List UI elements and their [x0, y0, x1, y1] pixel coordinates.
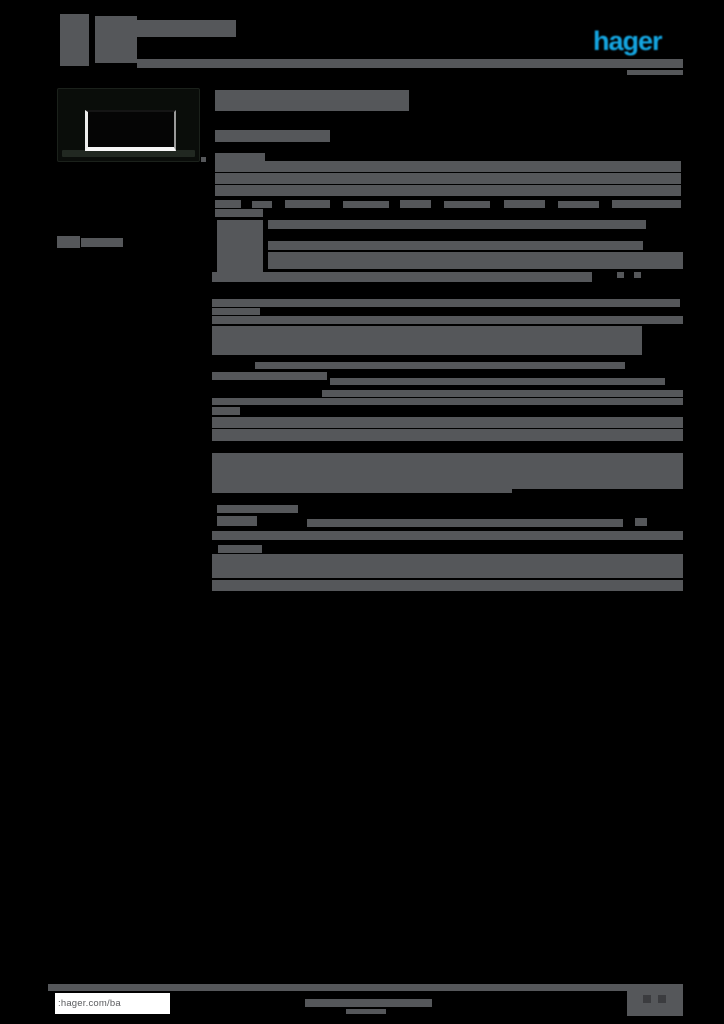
spec-text-bar: [212, 299, 680, 307]
spec-text-bar: [212, 554, 683, 578]
footer-rule: [48, 984, 683, 991]
spec-text-bar: [212, 316, 683, 324]
spec-text-bar: [217, 505, 298, 513]
spec-text-bar: [215, 185, 681, 196]
spec-text-bar: [212, 407, 240, 415]
spec-text-bar: [268, 252, 683, 269]
spec-text-bar: [504, 200, 545, 208]
spec-text-bar: [215, 209, 263, 217]
product-image-bevel: [62, 150, 195, 157]
footer-website-box: :hager.com/ba: [55, 993, 170, 1014]
spec-text-bar: [212, 453, 683, 489]
spec-text-bar: [212, 272, 592, 282]
spec-text-bar: [400, 200, 431, 208]
spec-text-bar: [212, 308, 260, 315]
brand-underline-bar: [627, 70, 683, 75]
spec-text-bar: [444, 201, 490, 208]
page-number-glyph: [643, 995, 651, 1003]
spec-text-bar: [212, 417, 683, 428]
spec-text-bar: [255, 362, 625, 369]
spec-text-bar: [215, 130, 330, 142]
product-image-opening: [85, 110, 176, 151]
spec-text-bar: [218, 545, 262, 553]
spec-text-bar: [322, 390, 683, 397]
header-text-block: [137, 20, 236, 37]
page-number-glyph: [658, 995, 666, 1003]
footer-text-bar: [305, 999, 432, 1007]
spec-text-bar: [212, 429, 683, 441]
spec-text-bar: [617, 272, 624, 278]
spec-text-bar: [215, 200, 241, 208]
spec-text-bar: [635, 518, 647, 526]
spec-text-bar: [268, 220, 646, 229]
spec-text-bar: [212, 326, 642, 355]
page-number-tab: [627, 984, 683, 1016]
spec-text-bar: [212, 398, 683, 405]
header-rule: [137, 59, 683, 68]
spec-text-bar: [612, 200, 681, 208]
spec-text-bar: [215, 90, 409, 111]
header-text-block: [95, 16, 137, 63]
product-caption-bar: [57, 236, 80, 248]
spec-text-bar: [212, 489, 512, 493]
spec-text-bar: [634, 272, 641, 278]
spec-text-bar: [268, 241, 643, 250]
spec-text-bar: [215, 153, 265, 161]
spec-text-bar: [212, 580, 683, 591]
spec-text-bar: [558, 201, 599, 208]
footer-text-bar: [346, 1009, 386, 1014]
spec-text-bar: [212, 531, 683, 540]
spec-text-bar: [212, 372, 327, 380]
product-image-corner-mark: [201, 157, 206, 162]
product-caption-bar: [81, 238, 123, 247]
footer-website-link[interactable]: :hager.com/ba: [58, 998, 121, 1009]
spec-text-bar: [217, 220, 263, 280]
header-text-block: [60, 14, 89, 66]
spec-text-bar: [217, 516, 257, 526]
spec-text-bar: [215, 161, 681, 172]
spec-text-bar: [307, 519, 623, 527]
spec-text-bar: [215, 173, 681, 184]
hager-logo: hager: [593, 26, 663, 56]
spec-text-bar: [252, 201, 272, 208]
spec-text-bar: [330, 378, 665, 385]
spec-text-bar: [285, 200, 330, 208]
spec-text-bar: [343, 201, 389, 208]
